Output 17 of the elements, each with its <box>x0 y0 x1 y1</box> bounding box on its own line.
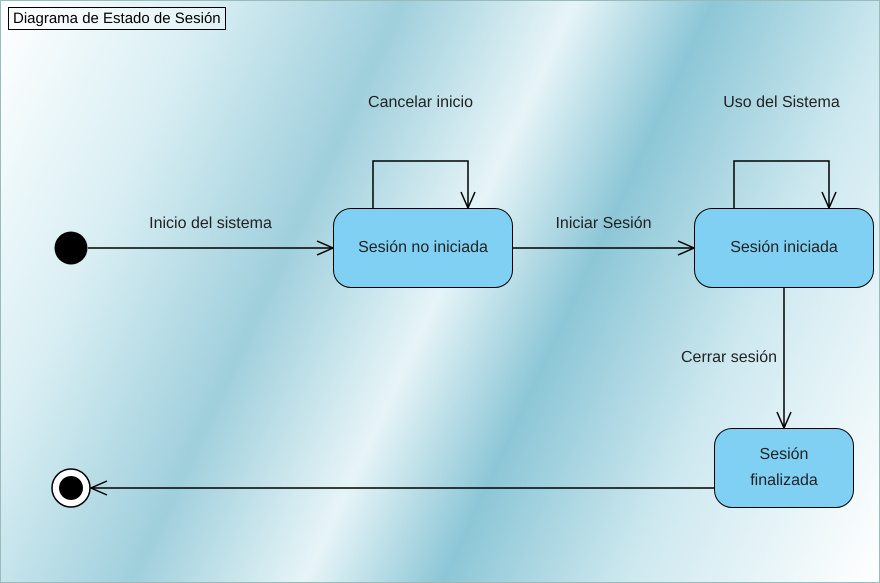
state-box: Sesión finalizada <box>714 428 854 508</box>
initial-state <box>54 231 88 265</box>
transition-arrow <box>90 480 714 496</box>
state-box: Sesión iniciada <box>694 208 874 288</box>
edge-label: Cerrar sesión <box>680 349 778 367</box>
edge-label: Iniciar Sesión <box>555 215 652 233</box>
edge-label: Cancelar inicio <box>368 94 473 112</box>
transition-arrow <box>513 240 695 256</box>
self-transition-arrow <box>733 160 837 209</box>
transition-arrow <box>776 288 792 429</box>
self-transition-arrow <box>372 160 476 209</box>
state-box: Sesión no iniciada <box>333 208 513 288</box>
diagram-title: Diagrama de Estado de Sesión <box>8 7 226 30</box>
final-state <box>51 468 91 508</box>
transition-arrow <box>88 240 334 256</box>
edge-label: Inicio del sistema <box>149 215 272 233</box>
edge-label: Uso del Sistema <box>723 94 840 112</box>
